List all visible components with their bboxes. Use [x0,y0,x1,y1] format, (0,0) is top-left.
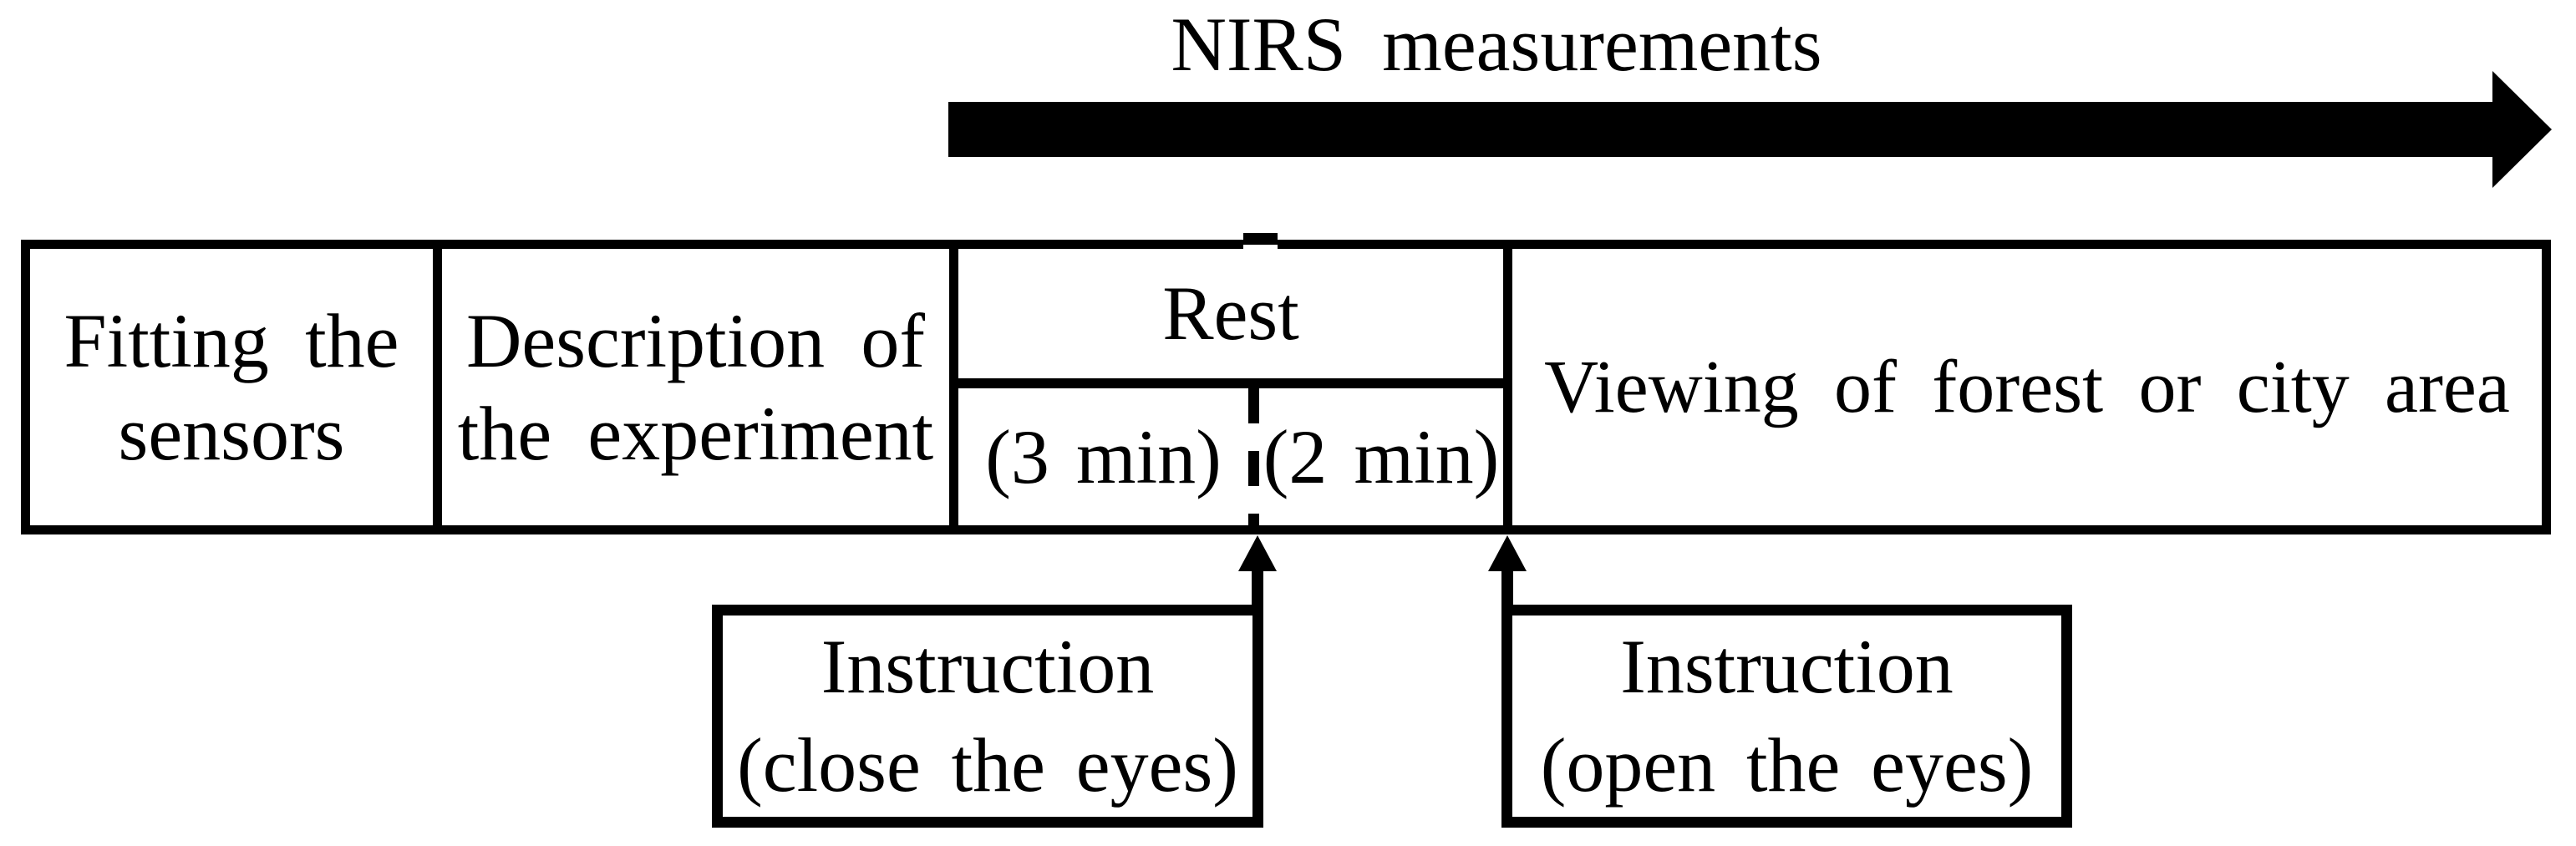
instruction-open-line2: (open the eyes) [1540,722,2034,808]
viewing-label: Viewing of forest or city area [1544,345,2510,428]
dashed-divider-border-gap [1243,245,1278,250]
instruction-close-line1: Instruction [821,623,1155,709]
cell-description-experiment: Description of the experiment [442,249,949,525]
instruction-open-line1: Instruction [1620,623,1954,709]
dashed-divider-top-tick [1243,233,1278,245]
cell-fitting-line1: Fitting the [64,298,399,384]
cell-rest-3min: (3 min) [958,388,1248,525]
cell-description-line2: the experiment [457,390,934,476]
instruction-open-eyes-box: Instruction (open the eyes) [1501,605,2072,828]
nirs-arrow-shaft [948,102,2492,157]
rest-2min-label: (2 min) [1263,413,1500,499]
cell-viewing-area: Viewing of forest or city area [1512,249,2542,525]
instruction-close-line2: (close the eyes) [737,722,1238,808]
rest-label: Rest [1162,271,1299,357]
instruction-close-eyes-box: Instruction (close the eyes) [712,605,1263,828]
cell-rest-header: Rest [958,249,1503,378]
cell-rest-2min: (2 min) [1259,388,1503,525]
cell-fitting-sensors: Fitting the sensors [30,249,433,525]
nirs-measurements-title: NIRS measurements [1171,2,1822,87]
divider-description-rest [949,249,958,525]
cell-fitting-line2: sensors [118,390,345,476]
divider-fitting-description [433,249,442,525]
cell-description-line1: Description of [465,298,926,384]
nirs-arrow-right-icon [2492,71,2552,188]
open-eyes-arrow-up-icon [1488,535,1527,571]
rest-subrow-divider [958,378,1512,388]
rest-phase-dashed-divider [1248,388,1259,529]
rest-3min-label: (3 min) [985,413,1222,499]
close-eyes-arrow-up-icon [1238,535,1277,571]
